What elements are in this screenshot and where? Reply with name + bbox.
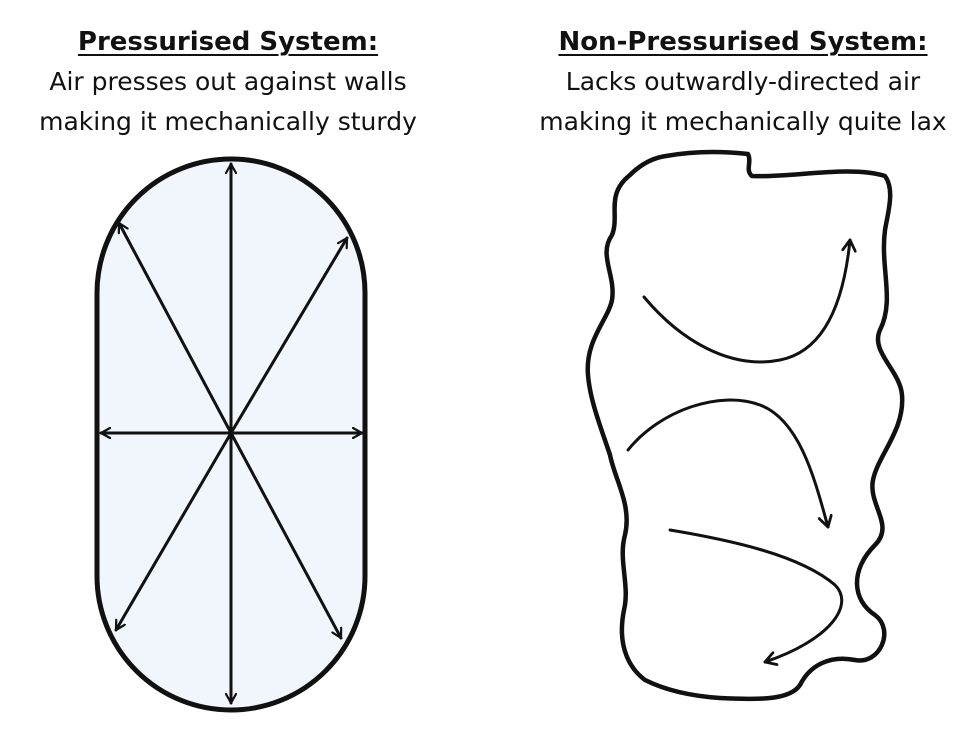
arrow-down-right (229, 431, 343, 640)
blob-outline (585, 149, 905, 702)
arrow-up-left (117, 221, 233, 435)
non-pressurised-blob (585, 149, 905, 702)
pressurised-caption: Pressurised System: Air presses out agai… (13, 22, 443, 142)
non-pressurised-line-1: Lacks outwardly-directed air (565, 67, 921, 96)
arrow-down-left (114, 431, 233, 632)
pressurised-line-2: making it mechanically sturdy (39, 107, 417, 136)
pressurised-line-1: Air presses out against walls (49, 67, 407, 96)
pressurised-heading: Pressurised System: (77, 27, 379, 57)
non-pressurised-heading: Non-Pressurised System: (558, 27, 928, 57)
arrow-up-right (229, 236, 349, 435)
airflow-arrow-top (642, 238, 850, 364)
non-pressurised-line-2: making it mechanically quite lax (539, 107, 947, 136)
airflow-arrow-bottom (668, 528, 844, 662)
airflow-arrow-middle (626, 398, 828, 529)
airflow-arrows (626, 238, 850, 662)
non-pressurised-caption: Non-Pressurised System: Lacks outwardly-… (513, 22, 973, 142)
pressure-arrows (99, 162, 364, 705)
